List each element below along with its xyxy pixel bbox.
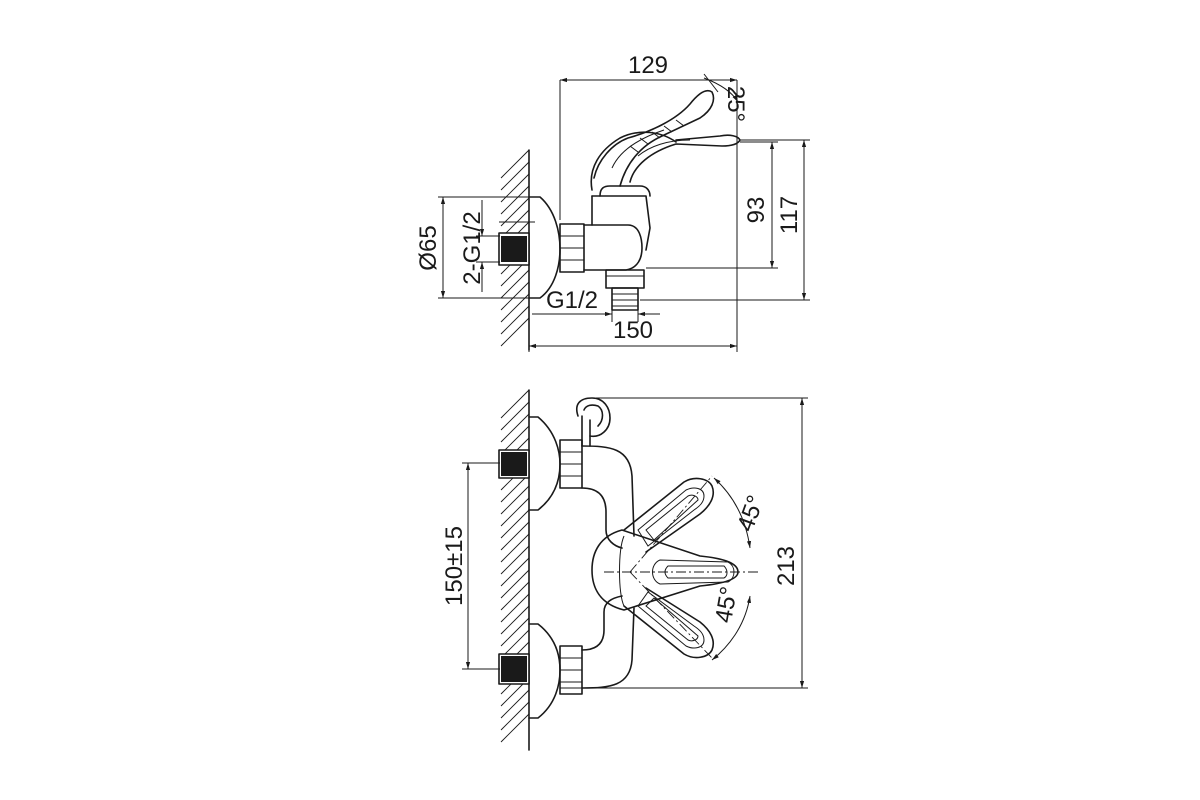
front-body [581,445,635,689]
hatch-line [500,521,530,551]
hatch-line [500,317,530,347]
front-shower-hook [576,397,611,447]
hatch-line [500,269,530,299]
front-upper-lever [623,477,715,553]
dim-total-height-label: 117 [776,196,803,234]
hatch-line [500,293,530,323]
side-body [583,185,651,311]
hatch-line [500,509,530,539]
hatch-line [500,185,530,215]
dim-upper-angle: 45° [713,477,770,549]
hatch-line [500,173,530,203]
front-wall-hatching [500,389,530,743]
dim-inlet-thread: 2-G1/2 [459,200,500,292]
front-lower-lever [623,587,715,659]
front-mixer-body [591,529,739,611]
hatch-line [500,581,530,611]
dim-outlet-thread: G1/2 [532,287,660,322]
front-upper-inlet [498,416,583,511]
hatch-line [500,713,530,743]
dim-lower-angle-label: 45° [710,584,743,624]
side-cartridge-dome [590,131,677,191]
front-lower-inlet [498,623,583,719]
hatch-line [500,497,530,527]
hatch-line [500,149,530,179]
side-inlet-pipe [498,221,535,266]
front-centerlines [604,475,760,659]
hatch-line [500,197,530,227]
dim-lower-angle: 45° [710,584,752,661]
front-wall [500,389,530,751]
hatch-line [500,593,530,623]
side-hex-nut [559,223,585,273]
dim-bottom-width-label: 150 [613,317,653,344]
hatch-line [500,545,530,575]
dim-front-total-height: 213 [560,397,808,689]
front-view: 45° 45° 213 150±15 [441,389,808,751]
side-wall-hatching [500,149,530,347]
dim-top-width: 129 [559,52,738,220]
hatch-line [500,617,530,647]
dim-inlet-thread-label: 2-G1/2 [459,211,486,284]
dim-inlet-spacing: 150±15 [441,462,500,670]
dim-upper-angle-label: 45° [732,492,770,535]
dim-flange-diameter-label: Ø65 [415,225,442,270]
hatch-line [500,533,530,563]
side-escutcheon [528,196,561,299]
hatch-line [500,161,530,191]
hatch-line [500,689,530,719]
hatch-line [500,605,530,635]
dim-bottom-width: 150 [528,148,738,352]
dim-front-total-height-label: 213 [773,546,800,586]
hatch-line [500,389,530,419]
dim-spout-height-label: 93 [743,197,770,224]
hatch-line [500,569,530,599]
dim-spout-height: 93 [646,141,778,269]
dim-outlet-thread-label: G1/2 [546,287,598,314]
hatch-line [500,413,530,443]
hatch-line [500,401,530,431]
hatch-line [500,701,530,731]
dim-handle-angle-label: 25° [722,86,749,122]
hatch-line [500,557,530,587]
side-lever-handle [593,89,741,187]
dim-top-width-label: 129 [628,52,668,79]
dim-flange-diameter: Ø65 [415,196,540,299]
dim-total-height: 117 [640,139,810,301]
dim-inlet-spacing-label: 150±15 [441,526,468,606]
hatch-line [500,485,530,515]
hatch-line [500,281,530,311]
side-view: 129 25° 93 117 G1/2 [415,52,810,352]
hatch-line [500,305,530,335]
dim-handle-angle: 25° [703,73,749,122]
